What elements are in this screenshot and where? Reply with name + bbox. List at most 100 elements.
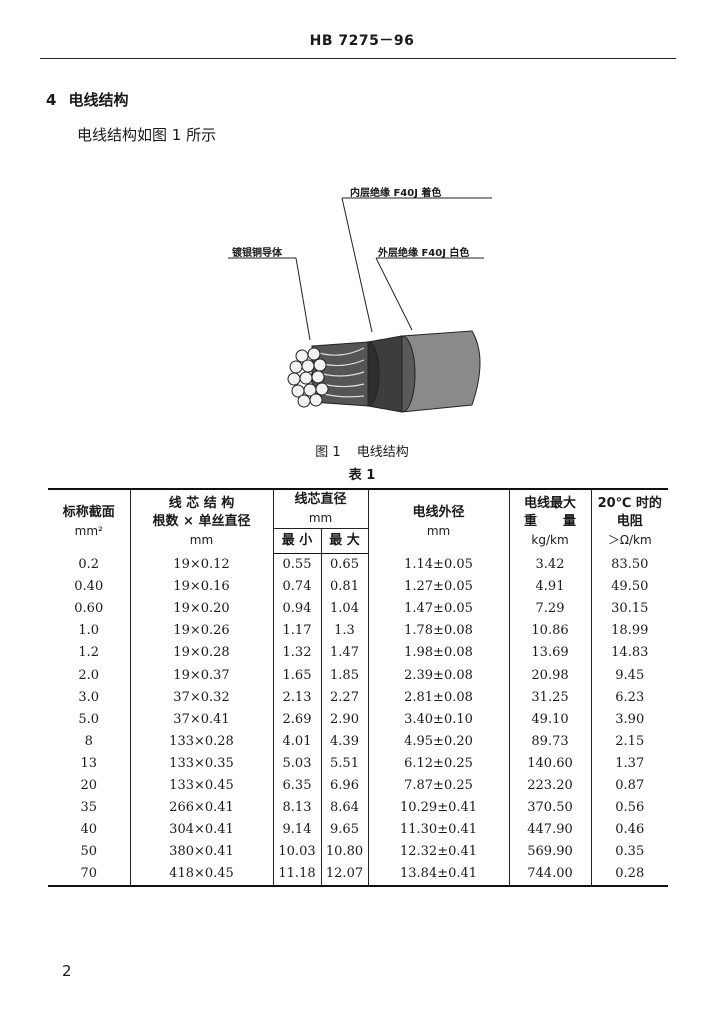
table-cell: 11.18 (272, 863, 321, 888)
header-unit: kg/km (531, 532, 569, 547)
table-cell: 447.90 (508, 819, 592, 842)
table-cell: 12.07 (320, 863, 369, 888)
table-cell: 10.03 (272, 841, 321, 864)
table-cell: 19×0.37 (129, 664, 273, 687)
header-outer-diameter: 电线外径 mm (367, 488, 510, 554)
table-cell: 8.13 (272, 797, 321, 820)
table-cell: 140.60 (508, 752, 592, 775)
table-cell: 266×0.41 (129, 797, 273, 820)
table-cell: 3.40±0.10 (367, 708, 510, 731)
table-title: 表 1 (348, 468, 376, 483)
table-cell: 4.39 (320, 730, 369, 753)
table-cell: 3.90 (590, 708, 669, 731)
table-cell: 2.90 (320, 708, 369, 731)
table-cell: 37×0.41 (129, 708, 273, 731)
table-cell: 1.2 (78, 645, 100, 661)
table-cell: 6.35 (272, 774, 321, 798)
wire-structure-figure: 内层绝缘 F40J 着色 镀银铜导体 外层绝缘 F40J 白色 (0, 170, 724, 440)
table-cell: 0.35 (590, 841, 669, 864)
figure-caption-text: 电线结构 (356, 445, 409, 460)
header-unit: mm (308, 511, 333, 525)
table-cell: 1.3 (320, 620, 369, 643)
table-cell: 37×0.32 (129, 686, 273, 709)
table-cell: 1.47 (320, 642, 369, 665)
table-cell: 2.81±0.08 (367, 686, 510, 709)
table-cell: 18.99 (590, 620, 669, 643)
table-cell: 0.46 (590, 819, 669, 842)
table-cell: 133×0.45 (129, 774, 273, 798)
table-cell: 70 (48, 863, 130, 888)
table-cell: 1.47±0.05 (367, 598, 510, 621)
table-cell: 0.94 (272, 598, 321, 621)
table-cell: 2.15 (590, 730, 669, 753)
table-cell: 19×0.16 (129, 576, 273, 599)
table-cell: 3.0 (78, 689, 100, 705)
header-core-diameter: 线芯直径 mm (272, 488, 369, 529)
table-cell: 9.65 (320, 819, 369, 842)
table-cell: 13.84±0.41 (367, 863, 510, 888)
table-cell: 7.29 (508, 598, 592, 621)
table-cell: 133×0.28 (129, 730, 273, 753)
table-cell: 0.28 (590, 863, 669, 888)
table-cell: 50 (80, 844, 98, 860)
table-cell: 19×0.12 (129, 553, 273, 577)
table-cell: 1.78±0.08 (367, 620, 510, 643)
header-nominal-section: 标称截面 mm² (48, 488, 130, 554)
table-cell: 4.01 (272, 730, 321, 753)
table-cell: 569.90 (508, 841, 592, 864)
table-cell: 19×0.20 (129, 598, 273, 621)
table-cell: 1.85 (320, 664, 369, 687)
table-cell: 10.80 (320, 841, 369, 864)
table-cell: 1.0 (78, 623, 100, 639)
table-cell: 0.81 (320, 576, 369, 599)
table-cell: 14.83 (590, 642, 669, 665)
table-cell: 2.0 (78, 667, 100, 683)
table-cell: 4.91 (508, 576, 592, 599)
header-core-structure: 线 芯 结 构 根数 × 单丝直径 mm (129, 488, 273, 554)
header-unit: mm² (74, 523, 103, 538)
table-cell: 49.50 (590, 576, 669, 599)
table-cell: 10.29±0.41 (367, 797, 510, 820)
header-text: 重 量 (524, 513, 577, 529)
header-unit: mm (426, 523, 451, 538)
table-cell: 30.15 (590, 598, 669, 621)
table-cell: 0.65 (320, 553, 369, 577)
figure-caption-label: 图 1 (315, 445, 341, 460)
header-max: 最 大 (320, 528, 369, 553)
header-resistance: 20℃ 时的 电阻 ＞Ω/km (590, 488, 669, 554)
table-cell: 8.64 (320, 797, 369, 820)
figure-caption: 图 1 电线结构 (0, 441, 724, 460)
table-cell: 12.32±0.41 (367, 841, 510, 864)
header-text: 电线外径 (412, 504, 465, 520)
header-text: 线芯直径 (294, 492, 347, 507)
table-cell: 2.27 (320, 686, 369, 709)
table-cell: 4.95±0.20 (367, 730, 510, 753)
header-max-weight: 电线最大 重 量 kg/km (508, 488, 592, 554)
table-cell: 1.14±0.05 (367, 553, 510, 577)
table-cell: 9.45 (590, 664, 669, 687)
table-cell: 3.42 (508, 553, 592, 577)
table-cell: 19×0.28 (129, 642, 273, 665)
body-paragraph: 电线结构如图 1 所示 (77, 126, 217, 144)
table-cell: 9.14 (272, 819, 321, 842)
header-text: 根数 × 单丝直径 (152, 513, 251, 529)
table-cell: 11.30±0.41 (367, 819, 510, 842)
table-cell: 2.69 (272, 708, 321, 731)
table-cell: 20 (80, 777, 98, 793)
table-cell: 0.2 (78, 556, 100, 572)
table-cell: 0.56 (590, 797, 669, 820)
table-cell: 0.60 (74, 601, 104, 617)
table-cell: 2.39±0.08 (367, 664, 510, 687)
table-cell: 40 (80, 822, 98, 838)
